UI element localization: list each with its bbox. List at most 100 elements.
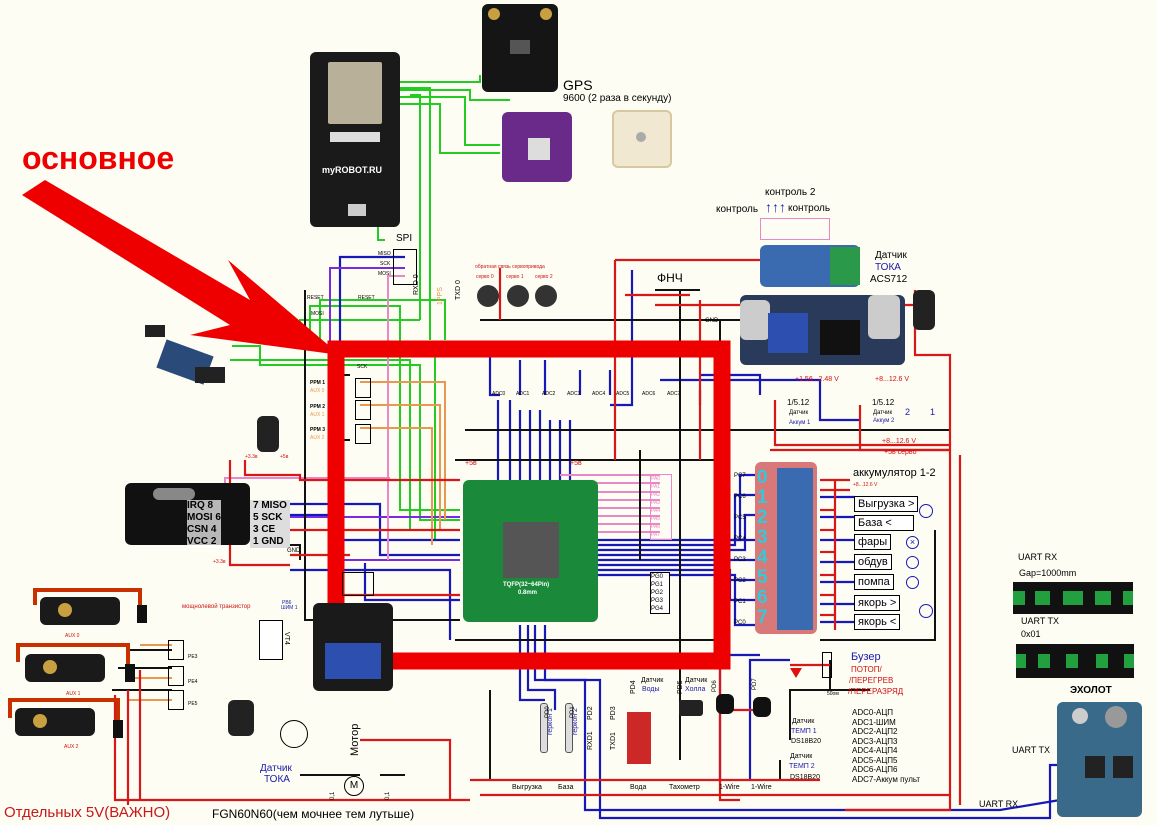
- gps-module-1: [482, 4, 558, 92]
- bottom-label-base: База: [558, 784, 574, 791]
- anchor-motor-icon: [919, 604, 933, 618]
- mcu-pitch: 0.8mm: [518, 590, 538, 596]
- mcu-chip: [503, 522, 559, 578]
- servo-2-connector[interactable]: [113, 720, 123, 738]
- pump-motor-icon: [906, 576, 919, 589]
- pd7-label: PD7: [752, 678, 758, 690]
- fan-motor-icon: [906, 556, 919, 569]
- bottom-label-unload: Выгрузка: [512, 784, 542, 791]
- ppm-2-connector[interactable]: [355, 400, 371, 420]
- pa-pin: PA5: [651, 516, 661, 522]
- transistor-note: мощнолевой транзистор: [182, 604, 251, 610]
- buck-converter: [740, 295, 905, 365]
- ppm-1-label: PPM 1: [310, 380, 326, 386]
- hall-sensor-title: Датчик: [685, 677, 708, 684]
- servo-1-connector[interactable]: [125, 664, 135, 682]
- pa-pin: PA2: [651, 492, 661, 498]
- ppm-3-aux: AUX 2: [310, 435, 325, 441]
- nrf24-3v3-label-2: +3.3в: [213, 559, 226, 565]
- orange-wires: [128, 381, 446, 701]
- igbt-transistor: [228, 700, 254, 736]
- battery-sensor-2-ratio: 1/5.12: [872, 398, 895, 407]
- ppm-1-connector[interactable]: [355, 378, 371, 398]
- potentiometer-1-icon[interactable]: [507, 285, 529, 307]
- adc-label-1: ADC1: [516, 391, 530, 397]
- battery-switch-2[interactable]: 2: [905, 407, 911, 417]
- nrf24-left-pins: IRQ 8 MOSI 6 CSN 4 VCC 2: [187, 500, 221, 548]
- programmer-reset-2: RESET: [358, 295, 375, 301]
- gps-antenna: [612, 110, 672, 168]
- voltage-regulator-2: [257, 416, 279, 452]
- nrf24-pin-sck: 5 SCK: [253, 512, 283, 523]
- water-pin: PD4: [630, 680, 637, 694]
- relay-range: +8...12.6 V: [853, 482, 878, 488]
- servo-pin-header-2[interactable]: [168, 690, 184, 710]
- battery-range-label-2: +8...12.6 V: [882, 438, 917, 445]
- uart-tx-waveform: [1016, 644, 1134, 678]
- speaker-icon: [822, 652, 832, 678]
- adc-label-5: ADC5: [616, 391, 630, 397]
- nrf24-pin-miso: 7 MISO: [253, 500, 287, 511]
- gps-baud: 9600 (2 раза в секунду): [563, 93, 672, 104]
- plus5-label-2: +5в: [570, 460, 582, 467]
- relay-input-label: PC0: [734, 620, 746, 626]
- relay-number: 4: [757, 547, 768, 568]
- esp32-board: myROBOT.RU: [310, 52, 400, 227]
- adc-label-7: ADC7: [667, 391, 681, 397]
- voltage-regulator-1: [913, 290, 935, 330]
- green-wires: [230, 75, 510, 541]
- pg-header: PG0 PG1 PG2 PG3 PG4: [650, 572, 670, 614]
- potentiometer-2-icon[interactable]: [535, 285, 557, 307]
- servo-0-connector[interactable]: [137, 605, 147, 623]
- water-sensor-name: Воды: [642, 686, 660, 693]
- battery-switch-1[interactable]: 1: [930, 407, 936, 417]
- servo-1: [25, 654, 105, 682]
- servo-feedback-0: серво 0: [476, 274, 494, 280]
- pg-pin: PG1: [651, 582, 664, 588]
- load-anchor-forward[interactable]: якорь >: [854, 595, 901, 611]
- adc-legend-item: ADC4-АЦП4: [852, 746, 898, 755]
- temp1-model: DS18B20: [791, 738, 821, 745]
- adc-legend-item: ADC5-АЦП5: [852, 755, 898, 765]
- relay-input-label: PC1: [734, 599, 746, 605]
- load-blower[interactable]: обдув: [854, 554, 892, 570]
- servo-pin-header-1[interactable]: [168, 666, 184, 686]
- adc-channel-row: ADC0 ADC1 ADC2 ADC3 ADC4 ADC5 ADC6 ADC7: [492, 392, 692, 400]
- lamp-icon: ×: [906, 536, 919, 549]
- load-headlights[interactable]: фары: [854, 534, 892, 550]
- ppm-2-aux: AUX 1: [310, 412, 325, 418]
- load-unload-forward[interactable]: Выгрузка >: [854, 496, 919, 512]
- hall-pin: PD5: [677, 680, 684, 694]
- servo-1-label: AUX 1: [66, 691, 81, 697]
- motor-unload-icon: [919, 504, 933, 518]
- relay-number: 0: [757, 467, 768, 488]
- nrf24-3v3-label: +3.3в: [245, 454, 258, 460]
- pwm-label: ШИМ 1: [281, 605, 298, 611]
- water-sensor-title: Датчик: [641, 677, 664, 684]
- ppm-3-connector[interactable]: [355, 424, 371, 444]
- txd1-pin: PD3: [610, 706, 617, 720]
- gps-title: GPS: [563, 77, 593, 93]
- pg-pin: PG4: [651, 606, 664, 612]
- relay-channel-numbers: 0 1 2 3 4 5 6 7: [757, 468, 768, 628]
- nrf24-5v-label: +5в: [280, 454, 289, 460]
- esp32-brand: myROBOT.RU: [322, 165, 383, 175]
- relay-inputs: PC7 PC6 PC5 PC4 PC3 PC2 PC1 PC0: [734, 466, 746, 634]
- load-base-back[interactable]: База <: [854, 515, 914, 531]
- buzzer-flood: ПОТОП/: [851, 665, 882, 674]
- reed-switch-2-icon: [565, 703, 573, 753]
- water-sensor-icon: [627, 712, 651, 764]
- reed-1-pin: PD0: [545, 706, 551, 718]
- adc-legend-item: ADC7-Аккум пульт: [852, 774, 921, 784]
- battery-sensor-1-name: Аккум 1: [789, 420, 811, 426]
- uart-rx-label: UART RX: [1018, 552, 1058, 562]
- buzzer-resistor: 50ом: [827, 691, 839, 697]
- nrf24-gnd-label: GND: [287, 548, 301, 554]
- relay-number: 7: [757, 607, 768, 628]
- potentiometer-0-icon[interactable]: [477, 285, 499, 307]
- uart-tx-value: 0x01: [1021, 629, 1041, 639]
- load-anchor-back[interactable]: якорь <: [854, 614, 901, 630]
- battery-sensor-1-title: Датчик: [789, 410, 809, 416]
- servo-pin-header-0[interactable]: [168, 640, 184, 660]
- load-pump[interactable]: помпа: [854, 574, 894, 590]
